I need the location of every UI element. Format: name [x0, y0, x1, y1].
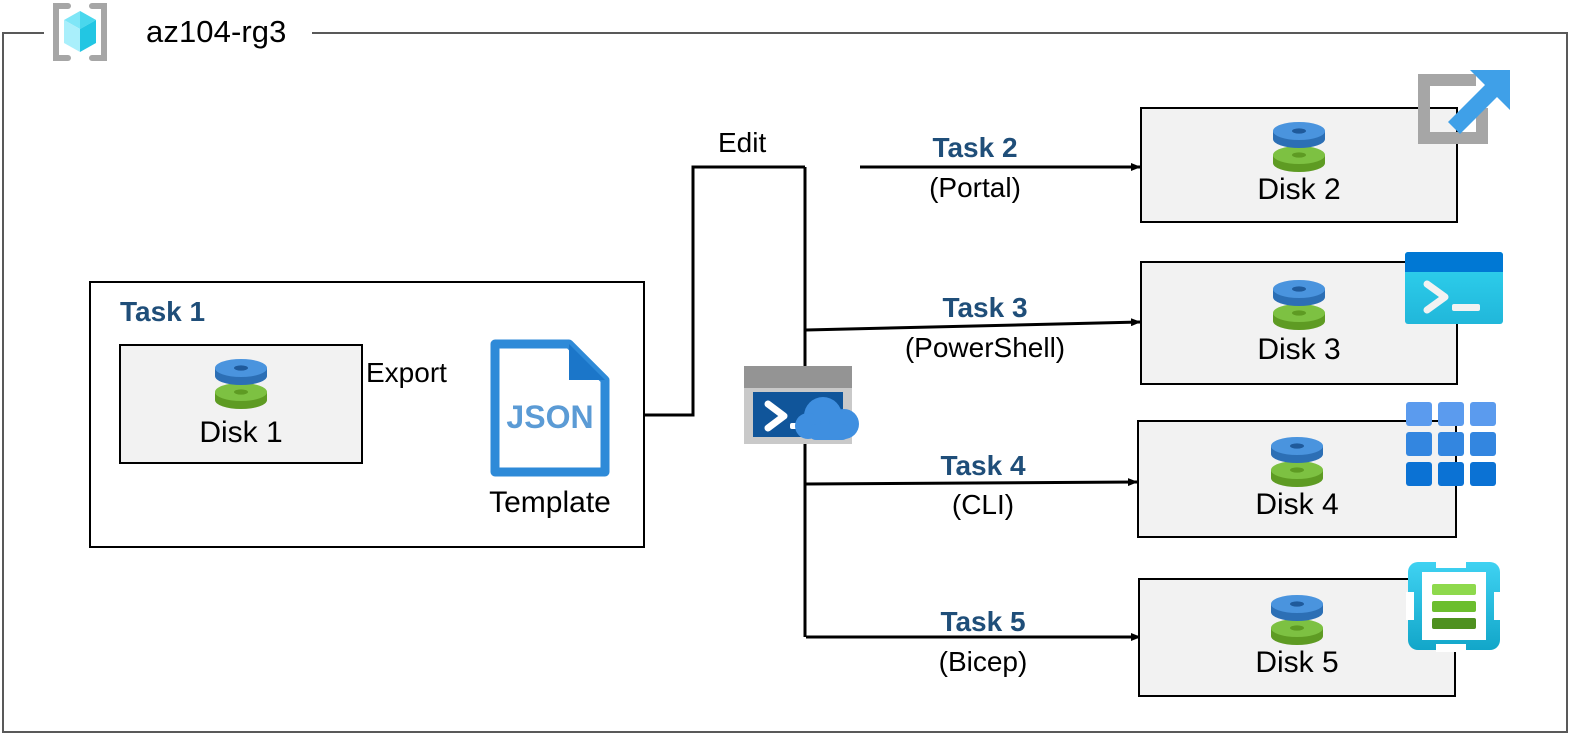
template-label: Template [489, 486, 611, 519]
task-2-tool: (Portal) [929, 172, 1021, 203]
json-icon-text: JSON [506, 399, 593, 435]
powershell-icon[interactable] [1405, 252, 1503, 324]
disk-2-box[interactable]: Disk 2 [1140, 107, 1458, 223]
disk-1-box[interactable]: Disk 1 [119, 344, 363, 464]
edit-label: Edit [718, 127, 767, 158]
json-file-icon[interactable]: JSON [489, 338, 611, 478]
managed-disk-icon [1265, 434, 1329, 490]
disk-4-box[interactable]: Disk 4 [1137, 420, 1457, 538]
disk-1-label: Disk 1 [199, 416, 283, 449]
task-3-name: Task 3 [942, 292, 1028, 323]
azure-resource-group-icon [50, 3, 110, 61]
disk-3-label: Disk 3 [1257, 333, 1341, 366]
export-label: Export [366, 357, 447, 388]
task-2-name: Task 2 [932, 132, 1018, 163]
managed-disk-icon [1267, 277, 1331, 333]
bicep-icon[interactable] [1406, 560, 1502, 652]
managed-disk-icon [209, 356, 273, 412]
azure-cloud-shell-icon[interactable] [744, 366, 866, 444]
task-3-tool: (PowerShell) [904, 332, 1066, 363]
task-5-name: Task 5 [940, 606, 1026, 637]
task-4-tool: (CLI) [951, 489, 1015, 520]
azure-cli-icon[interactable] [1406, 402, 1498, 488]
resource-group-title-gap [44, 24, 312, 42]
disk-2-label: Disk 2 [1257, 173, 1341, 206]
managed-disk-icon [1265, 592, 1329, 648]
task-4-name: Task 4 [940, 450, 1026, 481]
disk-5-box[interactable]: Disk 5 [1138, 578, 1456, 697]
task1-label: Task 1 [120, 296, 206, 327]
disk-4-label: Disk 4 [1255, 488, 1339, 521]
managed-disk-icon [1267, 119, 1331, 175]
resource-group-name: az104-rg3 [146, 14, 287, 49]
disk-5-label: Disk 5 [1255, 646, 1339, 679]
azure-portal-icon[interactable] [1410, 62, 1520, 172]
task-5-tool: (Bicep) [938, 646, 1028, 677]
